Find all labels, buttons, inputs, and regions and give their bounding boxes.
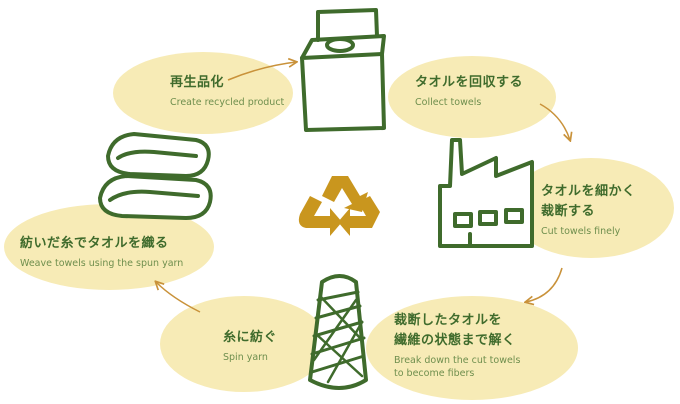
step-4-title-line2: 繊維の状態まで解く [394, 333, 516, 348]
step-2-subtitle: Collect towels [415, 97, 482, 108]
step-6-title: 紡いだ糸でタオルを織る [20, 236, 169, 251]
step-collect-towels: タオルを回収する Collect towels [415, 73, 523, 109]
step-3-title: タオルを細かく [541, 184, 636, 199]
step-weave-towels: 紡いだ糸でタオルを織る Weave towels using the spun … [20, 234, 183, 270]
blob-break-down [366, 296, 578, 400]
step-5-title: 糸に紡ぐ [223, 330, 278, 345]
step-spin-yarn: 糸に紡ぐ Spin yarn [223, 328, 277, 364]
yarn-cone-icon [308, 274, 368, 390]
step-break-down: 裁断したタオルを 繊維の状態まで解く Break down the cut to… [394, 311, 520, 380]
arrow-to-washing-machine [227, 62, 296, 81]
folded-towels-icon [98, 132, 213, 220]
blob-cut-towels [508, 158, 674, 258]
step-6-subtitle: Weave towels using the spun yarn [20, 258, 184, 269]
step-3-subtitle: Cut towels finely [541, 226, 621, 237]
step-4-subtitle: Break down the cut towels [394, 355, 521, 366]
step-cut-towels: タオルを細かく 裁断する Cut towels finely [541, 182, 636, 238]
arrow-to-break-down [526, 267, 563, 302]
factory-icon [438, 138, 534, 248]
step-5-subtitle: Spin yarn [223, 352, 268, 363]
washing-machine-icon [300, 8, 386, 132]
arrow-to-factory [539, 103, 570, 140]
blob-spin-yarn [160, 296, 328, 392]
step-1-title: 再生品化 [170, 75, 225, 90]
step-4-title: 裁断したタオルを [394, 313, 503, 328]
step-2-title: タオルを回収する [415, 75, 524, 90]
blob-create-recycled-product [113, 52, 293, 134]
recycle-icon [298, 176, 380, 236]
blob-collect-towels [388, 56, 556, 138]
step-1-subtitle: Create recycled product [170, 97, 285, 108]
step-create-recycled-product: 再生品化 Create recycled product [170, 73, 284, 109]
step-4-subtitle-line2: to become fibers [394, 368, 475, 379]
cycle-arrows [156, 62, 570, 313]
arrow-to-weave [156, 282, 201, 313]
step-3-title-line2: 裁断する [541, 204, 596, 219]
